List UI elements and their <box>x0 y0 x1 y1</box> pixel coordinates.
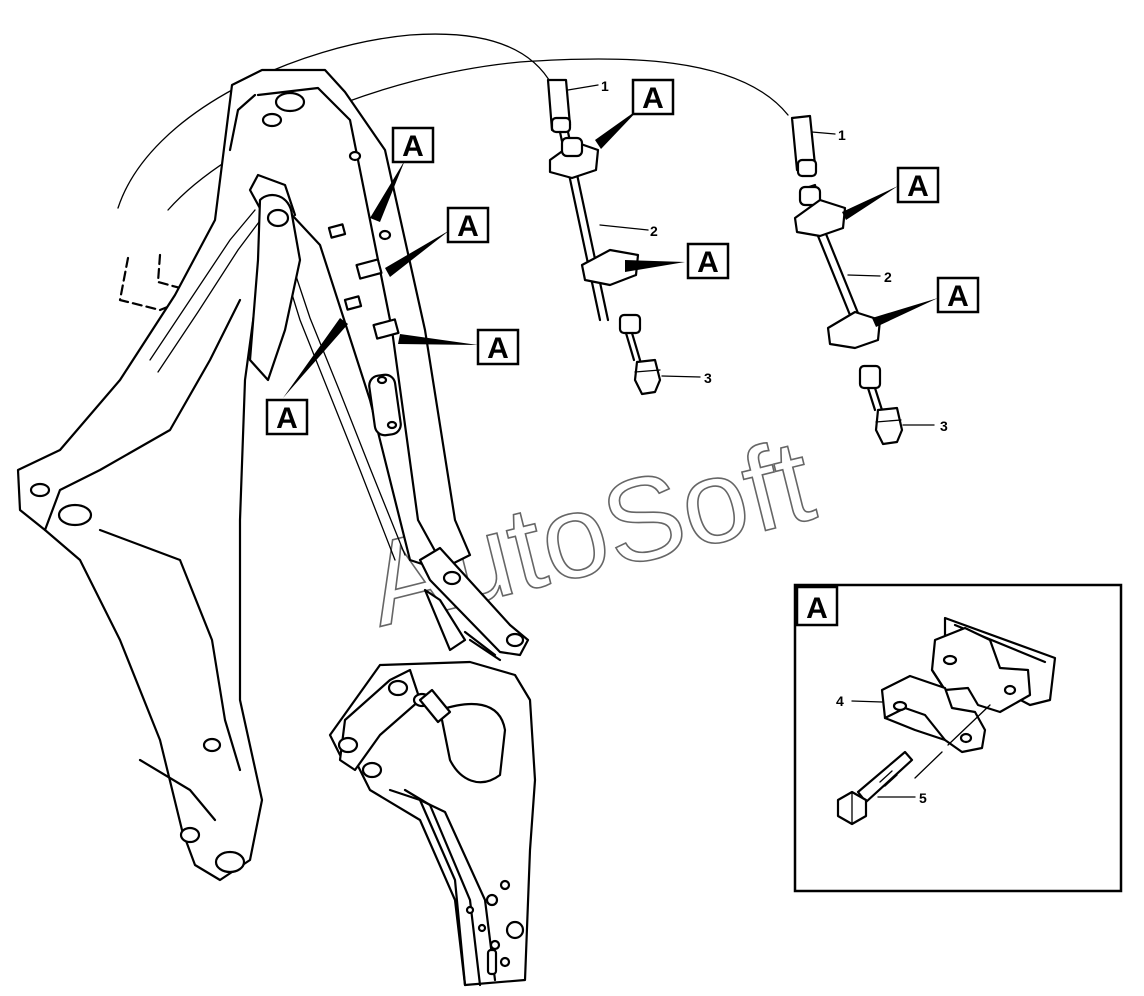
detail-title: A <box>806 592 828 625</box>
leader-lines <box>567 84 935 426</box>
label-2: 2 <box>650 223 658 239</box>
callout-tag: A <box>391 126 435 164</box>
callout-tag: A <box>936 276 980 314</box>
pipe-assembly-right <box>790 114 904 446</box>
pipe-assembly-left <box>546 78 662 396</box>
detail-box: A 4 5 <box>793 583 1123 893</box>
attachment-bracket <box>328 660 537 987</box>
callout-tag: A <box>631 78 675 116</box>
callout-tag: A <box>446 206 490 244</box>
svg-text:A: A <box>907 170 929 203</box>
callout-tag: A <box>896 166 940 204</box>
label-1: 1 <box>838 127 846 143</box>
callout-tag: A <box>476 328 520 366</box>
label-3: 3 <box>940 418 948 434</box>
label-1: 1 <box>601 78 609 94</box>
svg-text:A: A <box>642 82 664 115</box>
boom-assembly <box>16 68 530 882</box>
svg-text:A: A <box>947 280 969 313</box>
callout-arrows <box>283 108 938 398</box>
label-2: 2 <box>884 269 892 285</box>
svg-text:A: A <box>402 130 424 163</box>
label-4: 4 <box>836 693 844 709</box>
svg-text:A: A <box>276 402 298 435</box>
svg-text:A: A <box>697 246 719 279</box>
svg-text:A: A <box>457 210 479 243</box>
label-3: 3 <box>704 370 712 386</box>
label-5: 5 <box>919 790 927 806</box>
svg-text:A: A <box>487 332 509 365</box>
callout-tag: A <box>686 242 730 280</box>
callout-tag: A <box>265 398 309 436</box>
